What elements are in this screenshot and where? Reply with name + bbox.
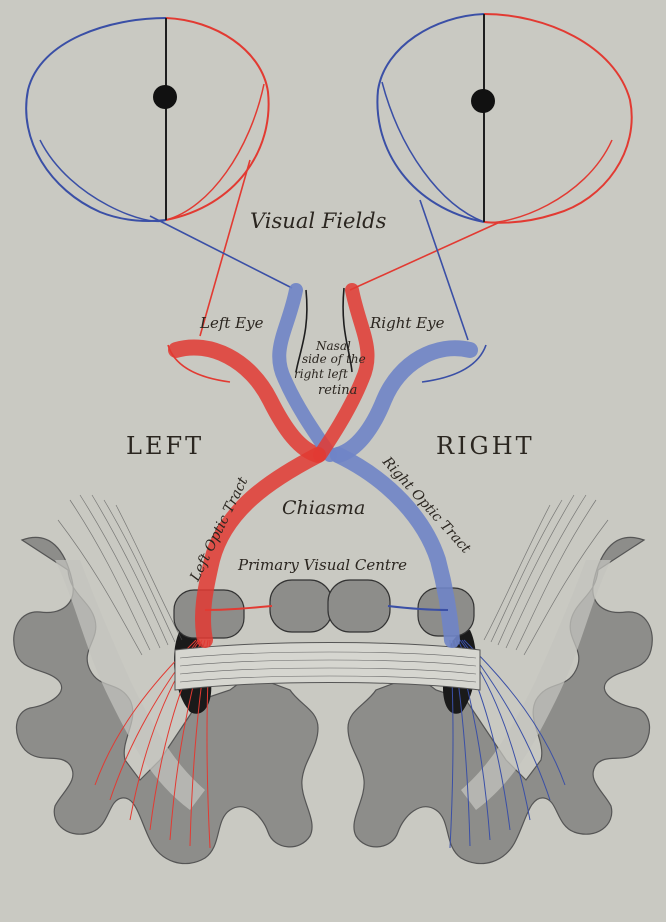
label-nasal-line-2: side of the bbox=[302, 352, 366, 366]
label-nasal-line-4: retina bbox=[318, 383, 357, 398]
right-field-red-lens bbox=[484, 140, 612, 222]
left-cortex bbox=[14, 537, 318, 863]
right-cortex bbox=[348, 537, 652, 863]
left-field-red-arc bbox=[166, 18, 269, 220]
right-visual-field bbox=[377, 14, 631, 223]
label-left-eye: Left Eye bbox=[199, 314, 264, 332]
label-left: LEFT bbox=[126, 432, 204, 460]
label-right: RIGHT bbox=[436, 432, 535, 460]
central-nucleus-left bbox=[270, 580, 332, 632]
nasal-side-label: Nasal side of the right left retina bbox=[294, 339, 366, 398]
label-chiasma: Chiasma bbox=[282, 497, 365, 519]
label-primary-visual-centre: Primary Visual Centre bbox=[237, 556, 407, 574]
right-fixation-point bbox=[471, 89, 495, 113]
label-nasal-line-1: Nasal bbox=[315, 339, 351, 353]
left-field-blue-lens bbox=[40, 140, 166, 221]
corpus-callosum bbox=[175, 643, 480, 691]
central-nucleus-right bbox=[328, 580, 390, 632]
left-field-blue-arc bbox=[26, 18, 166, 221]
right-field-red-arc bbox=[484, 14, 632, 223]
left-fixation-point bbox=[153, 85, 177, 109]
label-right-eye: Right Eye bbox=[369, 314, 445, 332]
label-visual-fields: Visual Fields bbox=[250, 209, 387, 233]
label-nasal-line-3: right left bbox=[294, 367, 348, 381]
left-field-red-lens bbox=[166, 84, 264, 220]
projection-lines bbox=[150, 160, 500, 340]
callosum-band bbox=[175, 643, 480, 691]
left-visual-field bbox=[26, 18, 268, 221]
left-field-red-ray bbox=[200, 160, 250, 336]
